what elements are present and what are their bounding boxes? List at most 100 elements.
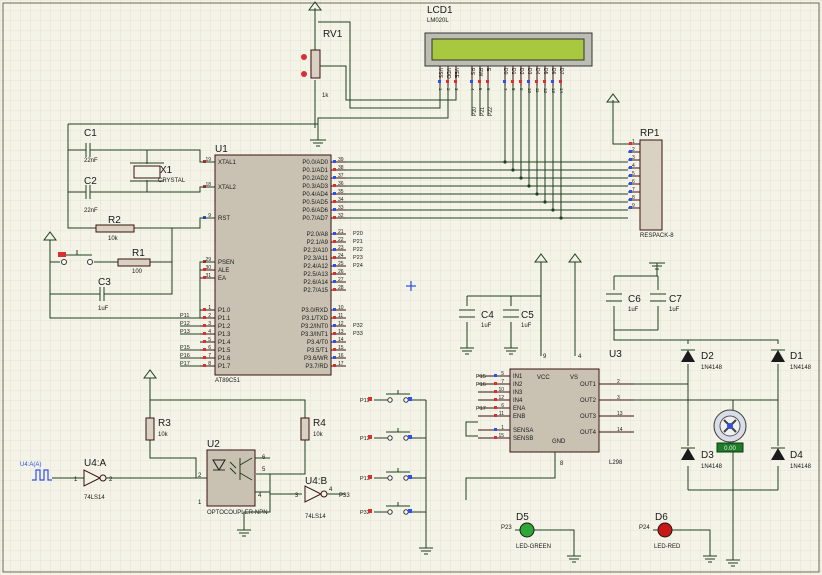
u1-pin-num: 7 [208, 353, 211, 359]
u1-pin-name: P2.7/A15 [303, 288, 328, 294]
button-contact-right [403, 397, 409, 403]
u1-pin-name: P3.4/T0 [307, 340, 329, 346]
u3-ref: U3 [609, 349, 622, 360]
u1-p1-label: P13 [180, 329, 190, 335]
gnd-d5 [567, 555, 581, 563]
rp1-pin-state [629, 142, 632, 145]
u1-pin-name: P3.6/WR [304, 356, 329, 362]
u4a-pin-out: 2 [109, 477, 113, 483]
power-symbol-r3 [143, 369, 157, 379]
lcd-pin-state [478, 80, 481, 83]
lcd-pins: VSS1VDD2VEE3RS4RW5E6D07D18D29D310D411D51… [437, 66, 564, 116]
u1-pin-num: 4 [208, 329, 211, 335]
u3-body [509, 368, 600, 453]
lcd-data-bus [504, 86, 562, 218]
u1-pin-name: P0.0/AD0 [302, 160, 328, 166]
clock-source[interactable]: U4:A(A) [20, 462, 60, 481]
u1-pin-name: P3.7/RD [305, 364, 328, 370]
dc-motor[interactable]: 0.00 [713, 400, 747, 490]
rv1-handle-down[interactable] [301, 71, 307, 77]
lcd-pin-state [438, 80, 441, 83]
u1-pin-num: 38 [338, 165, 344, 171]
u3-motor-driver[interactable]: U3 L298 VCC VS GND 9 4 8 IN15P15IN27P16I… [465, 349, 634, 500]
u1-pin-state [333, 364, 336, 367]
u1-pin-num: 25 [338, 261, 344, 267]
wire-lcd-vee [325, 65, 457, 101]
u3-pin-name: IN4 [513, 398, 523, 404]
lcd-display[interactable]: LCD1 LM020L VSS1VDD2VEE3RS4RW5E6D07D18D2… [424, 5, 593, 116]
reset-btn-contact-a [61, 259, 67, 265]
led-green[interactable]: D5 LED-GREEN P23 [501, 512, 581, 563]
lcd-pin-state [503, 80, 506, 83]
rv1-potentiometer[interactable]: RV1 1k [301, 1, 343, 147]
rp1-pin-num: 2 [632, 147, 635, 153]
push-button-p11[interactable]: P11 [360, 390, 426, 404]
power-symbol-vs [568, 253, 582, 263]
u1-pin-name: P2.3/A11 [304, 256, 329, 262]
lcd-part: LM020L [427, 18, 449, 24]
r2-body [95, 224, 135, 233]
c5-value: 1uF [521, 323, 532, 329]
u1-microcontroller[interactable]: U1 AT89C51 XTAL119XTAL218RST9PSEN29ALE30… [180, 144, 363, 384]
wire-d5 [515, 529, 575, 556]
lcd-ctrl-label: P22 [488, 107, 494, 116]
c2-value: 22nF [84, 208, 98, 214]
u4a-part: 74LS14 [84, 495, 105, 501]
d3-value: 1N4148 [701, 464, 723, 470]
button-state [368, 509, 372, 513]
r1-body [117, 258, 151, 267]
u2-pin-2: 1 [198, 500, 202, 506]
lcd-pin-state [446, 80, 449, 83]
u1-pin-num: 8 [208, 361, 211, 367]
u1-pin-state [333, 240, 336, 243]
u1-pin-state [333, 356, 336, 359]
u1-pin-state [333, 316, 336, 319]
button-label: P12 [360, 436, 370, 442]
wire-xtal2 [68, 186, 215, 193]
u1-pin-num: 27 [338, 277, 344, 283]
power-symbol-rv1 [308, 1, 322, 11]
u1-pin-name: P2.0/A8 [307, 232, 329, 238]
u4b-body [304, 485, 323, 503]
p0-bus [346, 160, 628, 220]
u4b-inverter[interactable]: U4:B 74LS14 3 4 P33 [295, 476, 350, 520]
u3-net-label: P15 [476, 374, 486, 380]
u4a-inverter[interactable]: U4:A 74LS14 1 2 [60, 458, 196, 501]
d4-ref: D4 [790, 450, 803, 461]
wire-vcc-u3 [467, 262, 542, 356]
push-button-p12[interactable]: P12 [360, 428, 426, 442]
u1-pin-name: P1.5 [218, 348, 231, 354]
crystal-circuit: C1 22nF C2 22nF X1 CRYSTAL R2 10k [67, 123, 318, 242]
c3-ref: C3 [98, 277, 111, 288]
u1-pin-name: P0.3/AD3 [302, 184, 328, 190]
d6-net: P24 [639, 525, 650, 531]
wire-bridge-bottom [687, 466, 779, 560]
p0-junction [559, 216, 563, 220]
c4-ref: C4 [481, 310, 494, 321]
u3-left-pins: IN15P15IN27P16IN310IN412ENA6P17ENB11SENS… [476, 371, 533, 442]
gnd-u2 [237, 529, 251, 537]
rp1-pin-state [629, 174, 632, 177]
button-state-right [408, 397, 412, 401]
rp1-pin-state [629, 206, 632, 209]
u1-pin-state [333, 184, 336, 187]
u1-pin-name: P3.5/T1 [307, 348, 329, 354]
push-button-p32[interactable]: P32 [360, 502, 426, 516]
u3-gnd-num: 8 [560, 461, 564, 467]
rp1-pin-num: 6 [632, 179, 635, 185]
push-button-p13[interactable]: P13 [360, 468, 426, 482]
u1-pin-state [203, 348, 206, 351]
u1-pin-state [333, 324, 336, 327]
u1-p1-label: P12 [180, 321, 190, 327]
u1-pin-name: RST [218, 216, 230, 222]
u1-p1-label: P15 [180, 345, 190, 351]
led-red[interactable]: D6 LED-RED P24 [639, 512, 717, 563]
rp1-pin-num: 4 [632, 163, 635, 169]
wire-lcd-vss [318, 21, 441, 109]
u1-pin-name: P2.2/A10 [303, 248, 328, 254]
reset-button[interactable] [58, 252, 66, 257]
button-state [368, 397, 372, 401]
rv1-handle-up[interactable] [301, 54, 307, 60]
